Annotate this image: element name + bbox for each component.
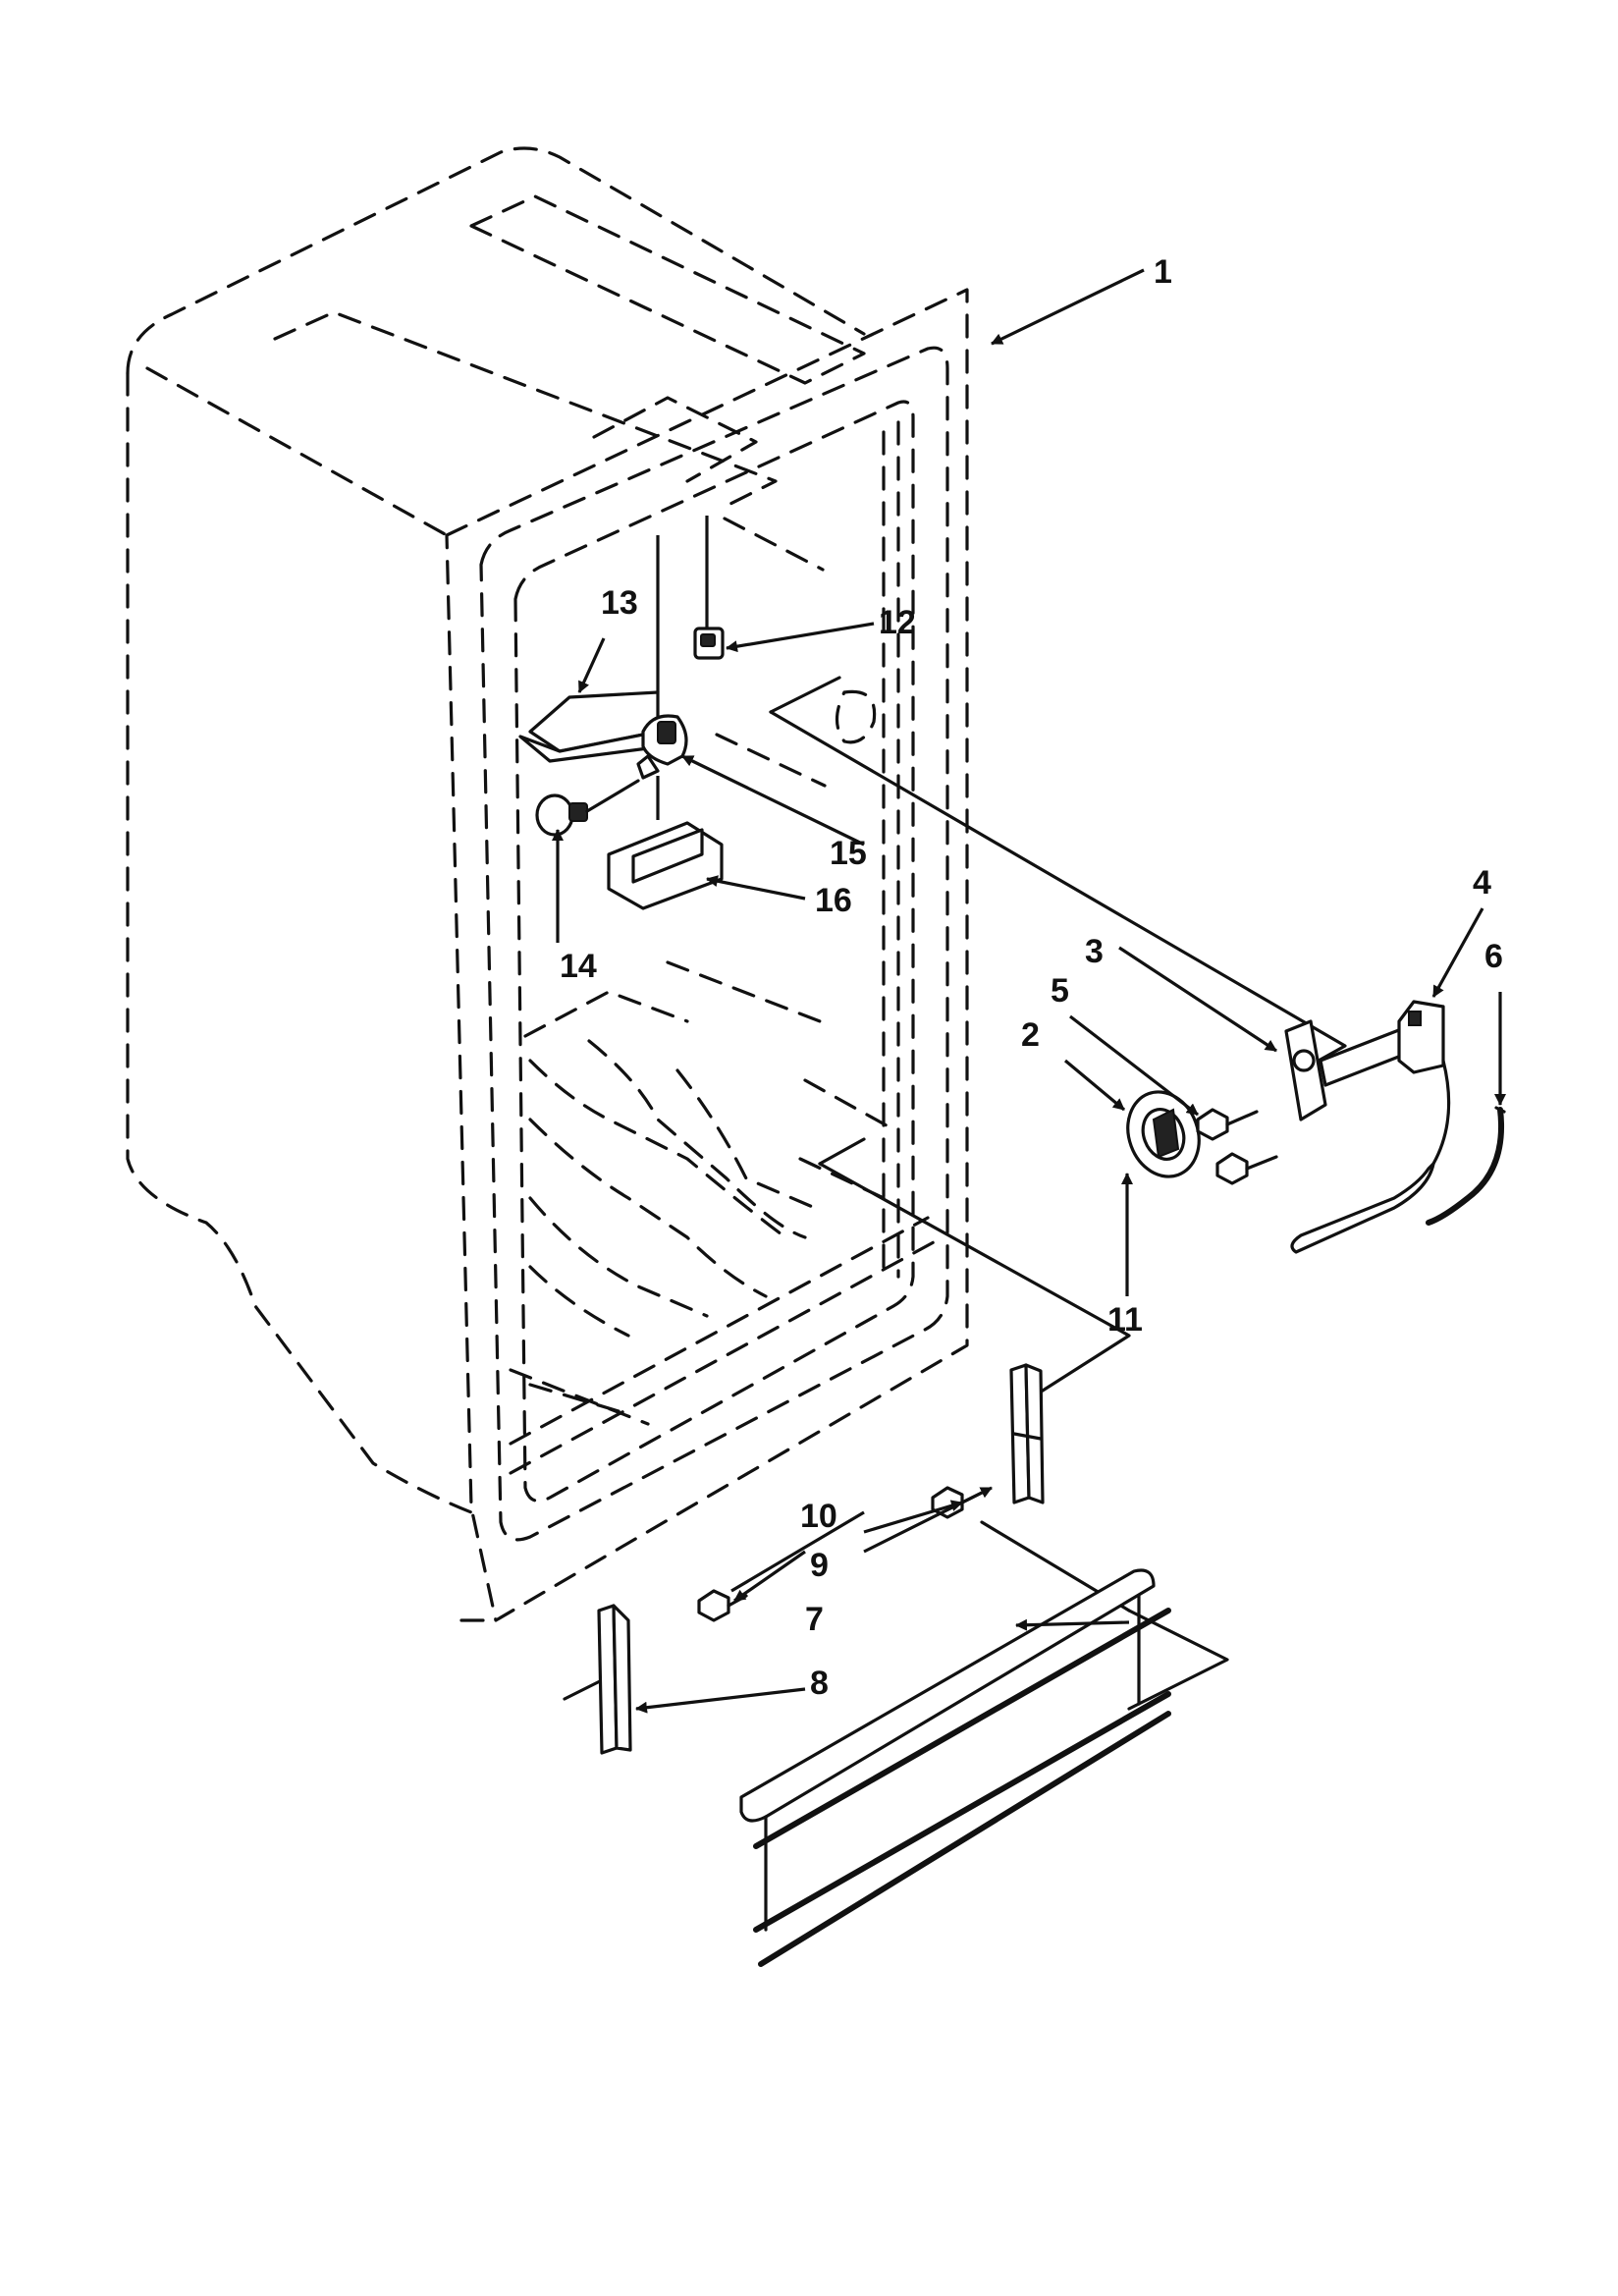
screw-11 xyxy=(1215,1152,1278,1185)
callout-7: 7 xyxy=(805,1601,824,1638)
light-socket-15 xyxy=(636,714,688,780)
thermostat-4 xyxy=(1290,1000,1451,1254)
control-knob-2 xyxy=(1126,1090,1201,1178)
callout-8: 8 xyxy=(810,1665,829,1702)
callout-1: 1 xyxy=(1154,253,1172,291)
shelf-rail-8 xyxy=(597,1604,632,1755)
callout-6: 6 xyxy=(1484,938,1503,975)
shelf-basket-7 xyxy=(739,1568,1171,1967)
callout-14: 14 xyxy=(560,948,597,985)
callout-2: 2 xyxy=(1021,1016,1040,1054)
callout-4: 4 xyxy=(1473,864,1491,902)
light-housing-13 xyxy=(518,535,660,763)
cabinet-outline xyxy=(126,146,969,1622)
screw-5 xyxy=(1196,1108,1259,1141)
callout-10: 10 xyxy=(800,1498,837,1535)
callout-5: 5 xyxy=(1051,972,1069,1010)
light-shield-16 xyxy=(607,776,724,910)
callout-11: 11 xyxy=(1107,1301,1143,1339)
callout-12: 12 xyxy=(879,604,916,641)
shelf-rail-9 xyxy=(1009,1363,1045,1504)
callout-9: 9 xyxy=(810,1547,829,1584)
switch-12 xyxy=(693,516,725,660)
leader-lines xyxy=(552,268,1506,1714)
screw-10-lower xyxy=(697,1589,748,1622)
callout-labels: 1 2 3 4 5 6 7 8 9 10 11 12 13 14 15 16 xyxy=(560,253,1503,1702)
callout-15: 15 xyxy=(830,835,867,872)
capillary-tube-6 xyxy=(1426,1106,1506,1226)
callout-13: 13 xyxy=(601,584,638,622)
callout-3: 3 xyxy=(1085,933,1104,970)
callout-16: 16 xyxy=(815,882,852,919)
light-bulb-14 xyxy=(535,779,640,837)
